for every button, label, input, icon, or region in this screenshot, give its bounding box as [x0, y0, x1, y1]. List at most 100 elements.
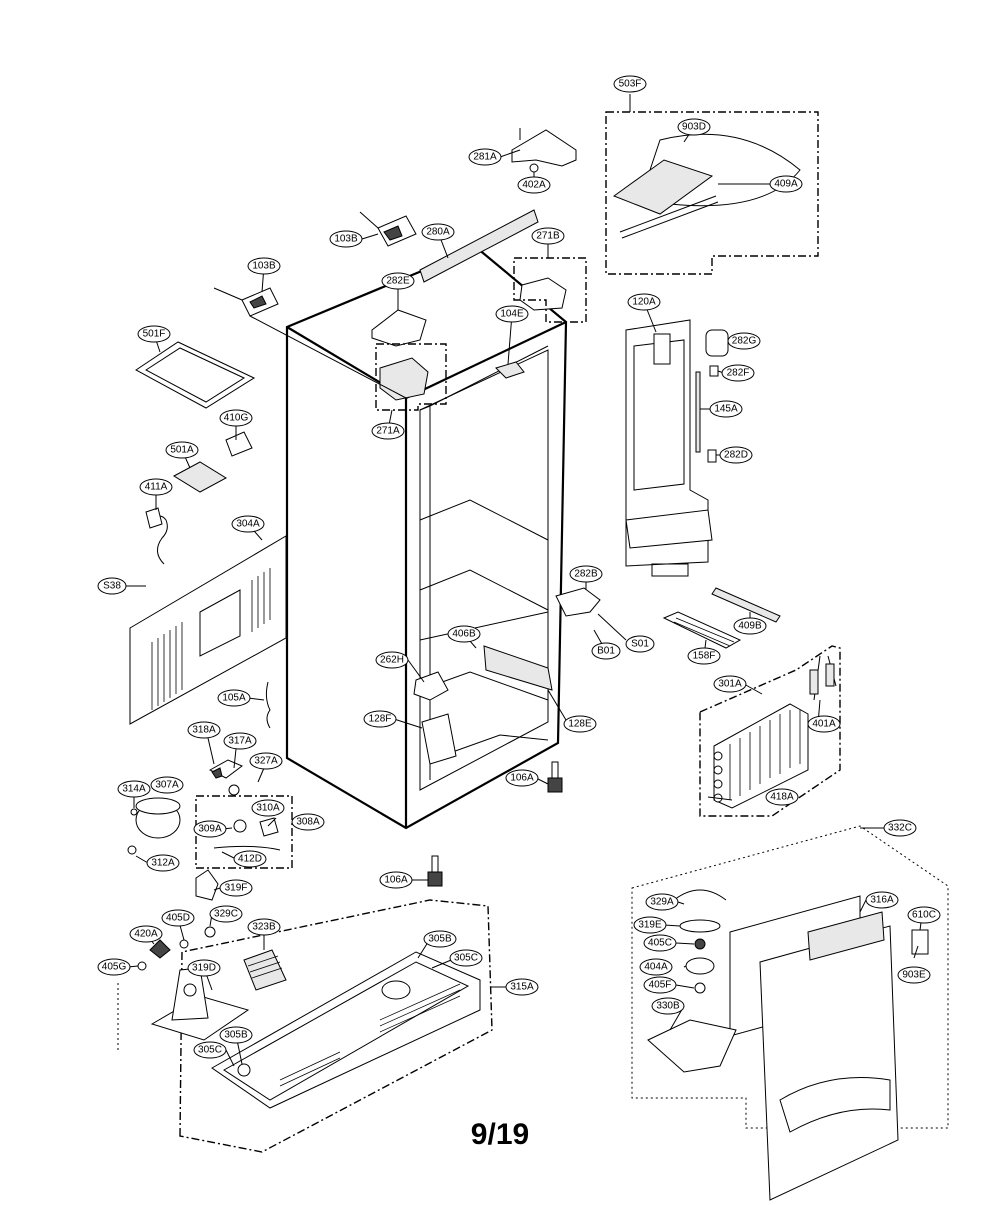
callout-409b: 409B — [733, 617, 767, 635]
svg-text:405G: 405G — [102, 962, 127, 973]
callout-282b: 282B — [569, 565, 603, 583]
callout-305b-lower: 305B — [219, 1026, 253, 1044]
callout-304a: 304A — [231, 515, 265, 533]
part-304a-panel — [129, 535, 287, 725]
callout-318a: 318A — [187, 721, 221, 739]
part-145a — [695, 371, 701, 453]
svg-text:304A: 304A — [236, 519, 260, 530]
callout-315a: 315A — [505, 978, 539, 996]
part-409b — [711, 587, 781, 623]
callout-409a: 409A — [769, 175, 803, 193]
svg-text:318A: 318A — [192, 725, 216, 736]
svg-text:S38: S38 — [103, 581, 121, 592]
svg-text:610C: 610C — [912, 910, 936, 921]
part-105a — [265, 681, 271, 729]
part-323b — [243, 949, 287, 991]
callout-312a: 312A — [146, 854, 180, 872]
cabinet — [285, 246, 601, 830]
group-box-503f — [605, 111, 819, 275]
svg-text:329A: 329A — [650, 897, 674, 908]
svg-text:262H: 262H — [380, 655, 404, 666]
svg-text:319E: 319E — [638, 920, 662, 931]
callout-282g: 282G — [727, 332, 761, 350]
svg-text:903E: 903E — [902, 970, 926, 981]
part-501a-pcb — [172, 461, 228, 493]
svg-text:106A: 106A — [510, 773, 534, 784]
part-318a-317a — [208, 759, 243, 796]
callout-330b: 330B — [651, 997, 685, 1015]
callout-903e: 903E — [897, 966, 931, 984]
svg-text:281A: 281A — [473, 152, 497, 163]
callout-314a: 314A — [117, 780, 151, 798]
svg-text:128F: 128F — [369, 714, 392, 725]
svg-text:158F: 158F — [693, 651, 716, 662]
callout-b01: B01 — [591, 642, 621, 660]
part-281a — [511, 128, 577, 173]
callout-281a: 281A — [468, 148, 502, 166]
svg-text:501F: 501F — [143, 329, 166, 340]
svg-text:412D: 412D — [238, 854, 262, 865]
callout-405f: 405F — [643, 976, 677, 994]
part-332c-assembly — [647, 889, 929, 1201]
part-319d — [150, 967, 250, 1041]
callout-332c: 332C — [883, 819, 917, 837]
svg-text:314A: 314A — [122, 784, 146, 795]
svg-text:329C: 329C — [214, 909, 238, 920]
group-box-315a — [179, 899, 493, 1153]
callout-271b: 271B — [531, 227, 565, 245]
callout-412d: 412D — [233, 850, 267, 868]
callout-120a: 120A — [627, 293, 661, 311]
part-282f — [709, 365, 719, 377]
callout-317a: 317A — [223, 732, 257, 750]
svg-text:271A: 271A — [376, 426, 400, 437]
part-501f-cover — [135, 341, 256, 409]
part-282g — [705, 329, 729, 357]
callout-305b-upper: 305B — [423, 930, 457, 948]
part-158f — [662, 611, 742, 649]
part-307a-compressor — [127, 797, 181, 855]
svg-text:327A: 327A — [254, 756, 278, 767]
callout-307a: 307A — [150, 776, 184, 794]
callout-103b-upper: 103B — [329, 230, 363, 248]
callout-501a: 501A — [165, 441, 199, 459]
callout-305c-upper: 305C — [449, 949, 483, 967]
callout-501f: 501F — [137, 325, 171, 343]
svg-text:330B: 330B — [656, 1001, 680, 1012]
svg-text:405C: 405C — [648, 938, 672, 949]
svg-text:103B: 103B — [252, 261, 276, 272]
callout-329a: 329A — [645, 893, 679, 911]
part-310a-309a — [213, 817, 281, 851]
callout-610c: 610C — [907, 906, 941, 924]
svg-text:305C: 305C — [198, 1045, 222, 1056]
svg-text:312A: 312A — [151, 858, 175, 869]
callout-411a: 411A — [139, 478, 173, 496]
part-411a-cord — [145, 507, 168, 565]
svg-text:B01: B01 — [597, 646, 615, 657]
callout-402a: 402A — [517, 176, 551, 194]
part-503f-module — [612, 133, 801, 239]
part-410g — [225, 431, 253, 457]
svg-text:404A: 404A — [644, 962, 668, 973]
svg-text:401A: 401A — [812, 719, 836, 730]
svg-text:319D: 319D — [192, 963, 216, 974]
callout-309a: 309A — [193, 820, 227, 838]
svg-text:282B: 282B — [574, 569, 598, 580]
callout-106a-upper: 106A — [505, 769, 539, 787]
callout-280a: 280A — [421, 223, 455, 241]
svg-text:411A: 411A — [145, 482, 168, 493]
page-number: 9/19 — [470, 1118, 530, 1151]
callout-158f: 158F — [687, 647, 721, 665]
svg-text:282E: 282E — [386, 276, 410, 287]
svg-text:305B: 305B — [224, 1030, 248, 1041]
part-319f — [195, 869, 219, 901]
svg-text:503F: 503F — [619, 79, 642, 90]
callout-106a-lower: 106A — [379, 871, 413, 889]
callout-319e: 319E — [633, 916, 667, 934]
callout-323b: 323B — [247, 918, 281, 936]
svg-text:317A: 317A — [228, 736, 252, 747]
svg-text:S01: S01 — [631, 639, 649, 650]
svg-text:310A: 310A — [256, 803, 280, 814]
hinge-group-271a — [375, 343, 447, 411]
callout-319d: 319D — [187, 959, 221, 977]
svg-text:323B: 323B — [252, 922, 276, 933]
